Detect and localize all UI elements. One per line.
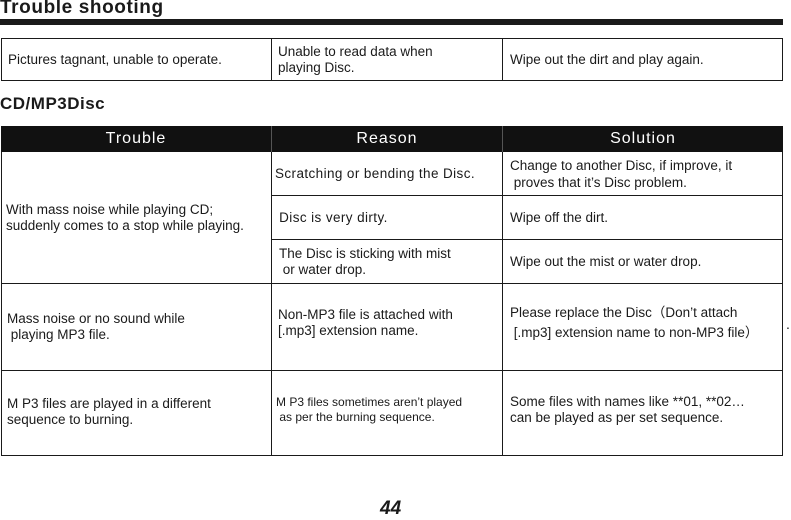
table-cell-trouble: Mass noise or no sound while playing MP3… [7, 311, 185, 342]
table-cell-solution: Some files with names like **01, **02… c… [510, 394, 745, 425]
column-header-reason: Reason [356, 130, 418, 147]
header-divider [502, 126, 503, 152]
table-cell-reason: The Disc is sticking with mist or water … [279, 245, 451, 277]
table-border [1, 80, 783, 81]
table-border [1, 370, 783, 371]
table-cell-trouble: M P3 files are played in a different seq… [7, 396, 211, 427]
table-header: Trouble Reason Solution [1, 126, 783, 152]
title-rule [0, 19, 783, 25]
column-header-trouble: Trouble [105, 130, 167, 147]
table-border [271, 152, 272, 456]
trailing-period: . [786, 316, 790, 332]
table-cell-trouble: With mass noise while playing CD; sudden… [6, 201, 244, 233]
table-cell-solution: Wipe off the dirt. [510, 209, 609, 225]
table-border [1, 455, 783, 456]
table-cell-reason: Scratching or bending the Disc. [275, 165, 476, 181]
table-border [1, 38, 2, 81]
table-border [271, 195, 783, 196]
table-cell-reason: Unable to read data when playing Disc. [278, 43, 433, 75]
page-title: Trouble shooting [0, 0, 164, 18]
page-number: 44 [380, 498, 402, 519]
section-title: CD/MP3Disc [0, 94, 106, 113]
table-border [502, 152, 503, 456]
table-cell-solution: Wipe out the dirt and play again. [510, 51, 704, 67]
table-border [502, 38, 503, 81]
table-cell-solution: Wipe out the mist or water drop. [510, 253, 702, 269]
table-border [1, 38, 783, 39]
table-border [271, 38, 272, 81]
table-border [271, 239, 783, 240]
table-border [782, 38, 783, 81]
table-border [782, 152, 783, 456]
table-border [1, 283, 783, 284]
column-header-solution: Solution [610, 130, 676, 147]
table-cell-solution: Change to another Disc, if improve, it p… [510, 157, 733, 190]
table-cell-reason: M P3 files sometimes aren’t played as pe… [276, 395, 463, 424]
table-cell-solution: Please replace the Disc（Don’t attach [.m… [510, 305, 759, 340]
table-border [1, 152, 2, 456]
table-cell-reason: Non-MP3 file is attached with [.mp3] ext… [278, 307, 453, 338]
header-divider [271, 126, 272, 152]
table-cell-trouble: Pictures tagnant, unable to operate. [8, 51, 222, 67]
table-cell-reason: Disc is very dirty. [275, 209, 388, 225]
